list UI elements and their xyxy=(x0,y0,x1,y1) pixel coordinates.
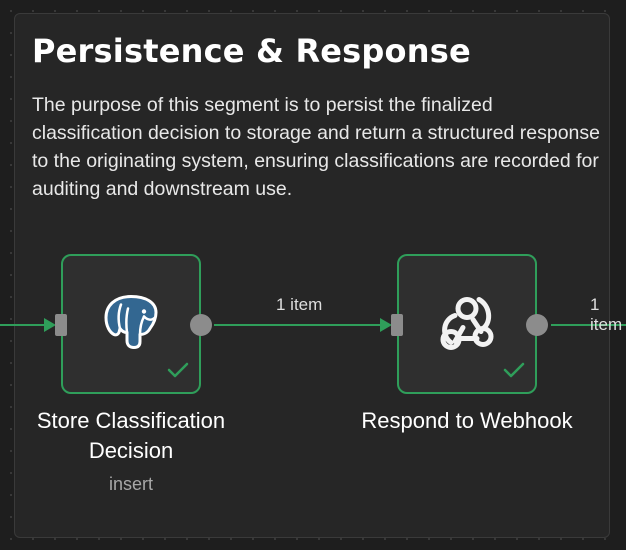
node-label-store-classification-decision: Store Classification Decision xyxy=(36,408,226,463)
edge-label-items-out: 1 item xyxy=(590,295,623,334)
node-store-classification-decision[interactable] xyxy=(55,254,212,394)
node-respond-to-webhook[interactable] xyxy=(391,254,548,394)
output-handle[interactable] xyxy=(190,314,212,336)
connection-in-arrow xyxy=(44,318,56,332)
success-check-icon xyxy=(503,361,525,384)
connection-arrow xyxy=(380,318,392,332)
node-subtitle-operation: insert xyxy=(108,474,153,494)
success-check-icon xyxy=(167,361,189,384)
input-handle[interactable] xyxy=(391,314,403,336)
edge-label-items: 1 item xyxy=(276,295,323,314)
output-handle[interactable] xyxy=(526,314,548,336)
webhook-icon xyxy=(435,292,499,357)
postgres-elephant-icon xyxy=(100,291,162,358)
sticky-note-title: Persistence & Response xyxy=(32,32,471,70)
node-label-respond-to-webhook: Respond to Webhook xyxy=(361,408,573,433)
input-handle[interactable] xyxy=(55,314,67,336)
sticky-note-description: The purpose of this segment is to persis… xyxy=(32,94,600,200)
